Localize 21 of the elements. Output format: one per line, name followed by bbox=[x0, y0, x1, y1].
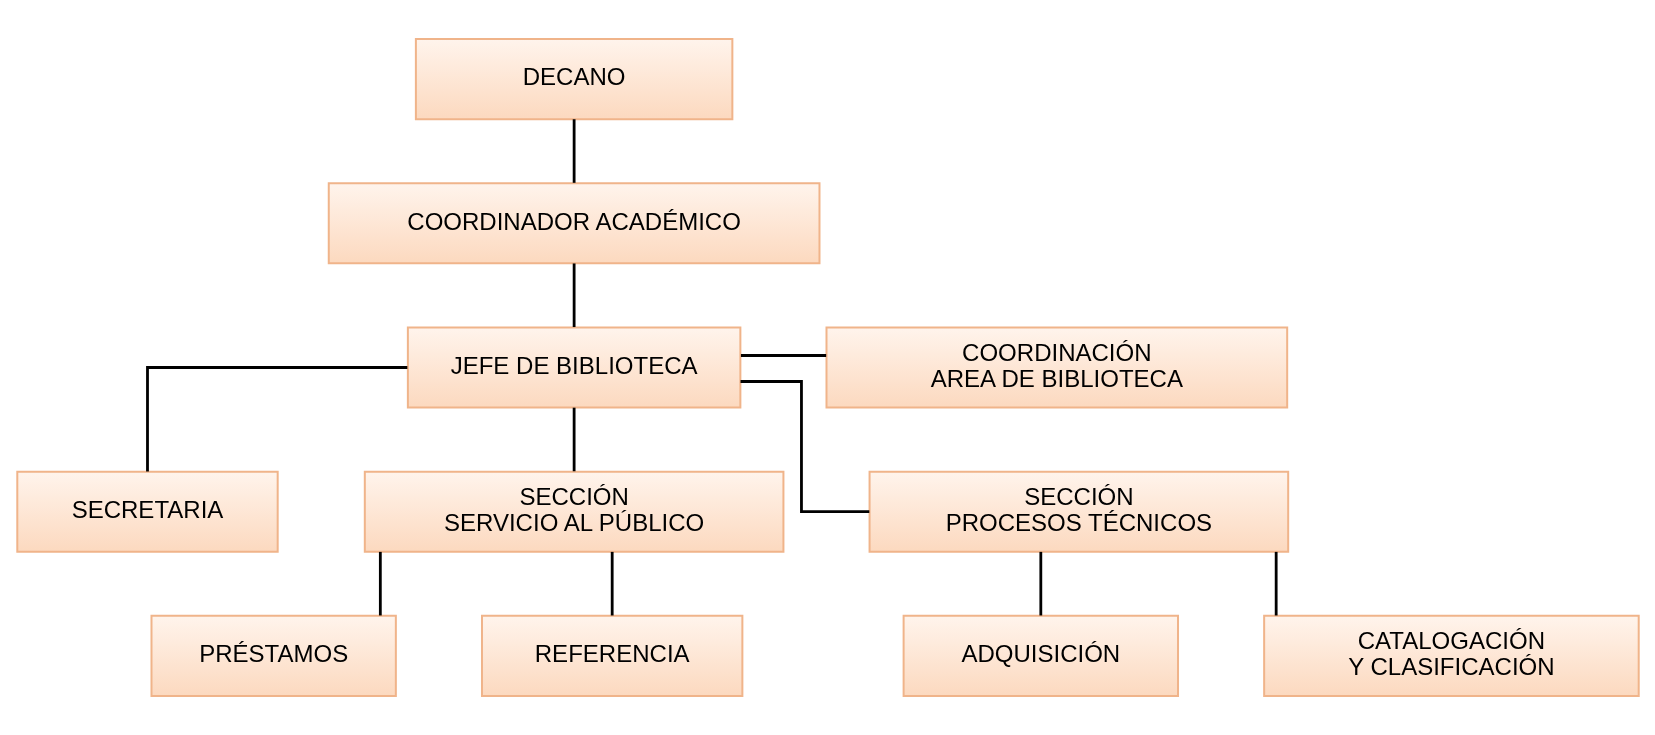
connector bbox=[1274, 551, 1278, 616]
connector bbox=[572, 119, 575, 183]
node-box: COORDINADOR ACADÉMICO bbox=[327, 182, 820, 265]
node-box: REFERENCIA bbox=[480, 614, 743, 697]
connector bbox=[572, 263, 575, 328]
node-box: SECRETARIA bbox=[15, 470, 279, 553]
connector bbox=[145, 366, 407, 472]
node-box: COORDINACIÓN AREA DE BIBLIOTECA bbox=[825, 326, 1288, 409]
connector bbox=[610, 551, 614, 616]
connector bbox=[572, 407, 575, 472]
node-box: ADQUISICIÓN bbox=[902, 614, 1179, 697]
connector bbox=[378, 551, 382, 616]
node-box: SECCIÓN PROCESOS TÉCNICOS bbox=[868, 470, 1289, 553]
connector bbox=[740, 380, 869, 514]
node-box: JEFE DE BIBLIOTECA bbox=[406, 326, 741, 409]
node-box: DECANO bbox=[414, 38, 733, 121]
node-box: PRÉSTAMOS bbox=[150, 614, 397, 697]
connector bbox=[740, 354, 826, 357]
node-box: CATALOGACIÓN Y CLASIFICACIÓN bbox=[1262, 614, 1640, 697]
connector bbox=[1038, 551, 1042, 616]
node-box: SECCIÓN SERVICIO AL PÚBLICO bbox=[363, 470, 784, 553]
